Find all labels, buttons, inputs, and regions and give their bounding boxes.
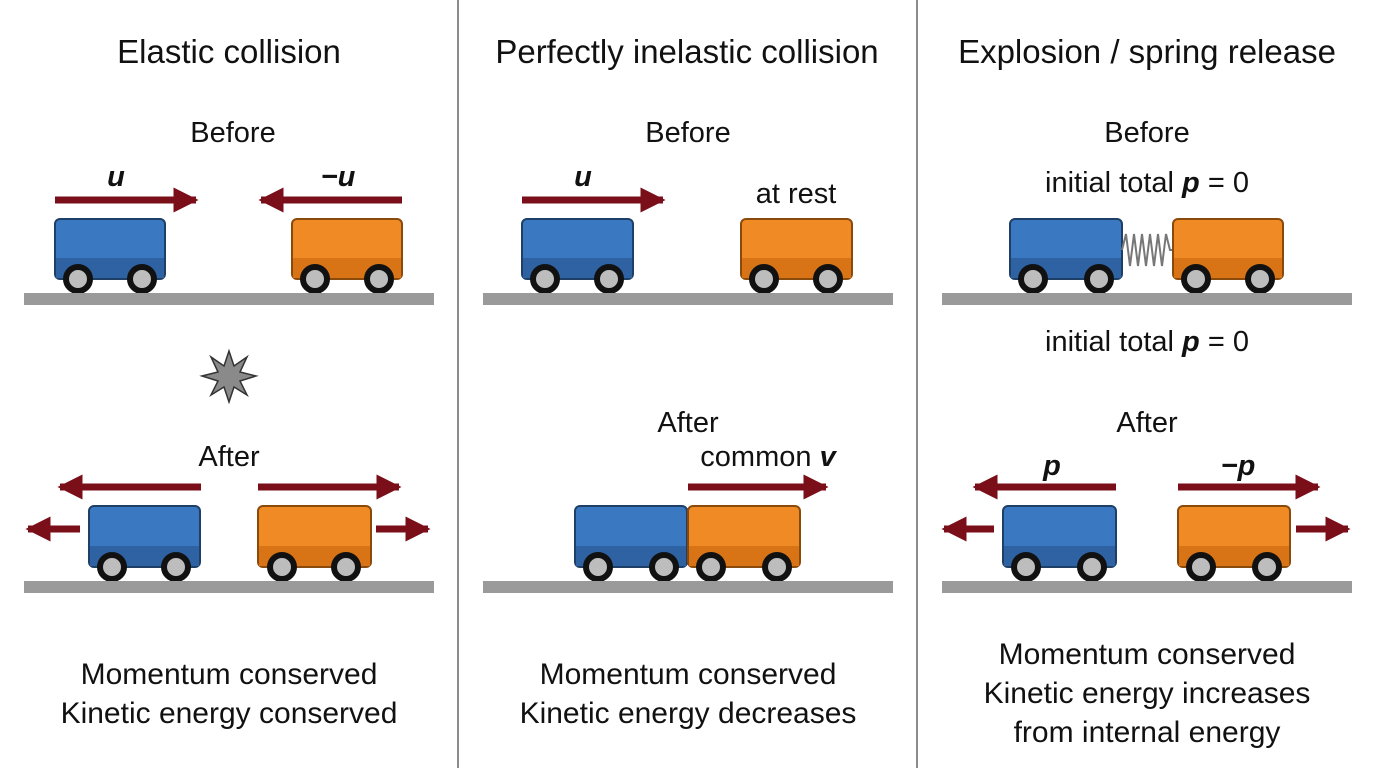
wheel: [1252, 552, 1282, 582]
momentum-label-p: p: [1042, 450, 1061, 482]
wheel: [696, 552, 726, 582]
blue-cart: [1009, 218, 1123, 294]
wheel: [364, 264, 394, 294]
wheel: [300, 264, 330, 294]
before-label: Before: [645, 117, 730, 149]
compressed-spring-icon: [1121, 233, 1173, 267]
before-label: Before: [190, 117, 275, 149]
panel-title: Elastic collision: [117, 33, 341, 70]
wheel: [267, 552, 297, 582]
blue-cart: [54, 218, 166, 294]
after-label: After: [657, 407, 719, 439]
wheel: [762, 552, 792, 582]
before-label: Before: [1104, 117, 1189, 149]
blue-cart: [521, 218, 634, 294]
wheel: [97, 552, 127, 582]
panel-title: Explosion / spring release: [958, 33, 1336, 70]
summary-line: Kinetic energy increases: [984, 677, 1311, 710]
ground-track: [24, 581, 434, 593]
panel-inelastic: Perfectly inelastic collision Before u a…: [483, 33, 893, 730]
orange-cart: [740, 218, 853, 294]
wheel: [649, 552, 679, 582]
summary-line: Momentum conserved: [540, 658, 837, 691]
wheel: [1245, 264, 1275, 294]
summary-line: Kinetic energy conserved: [61, 697, 398, 730]
blue-cart: [88, 505, 201, 582]
orange-cart: [257, 505, 372, 582]
orange-cart: [1172, 218, 1284, 294]
ground-track: [483, 293, 893, 305]
wheel: [331, 552, 361, 582]
ground-track: [24, 293, 434, 305]
velocity-label-u: u: [574, 161, 592, 193]
summary-line: Kinetic energy decreases: [520, 697, 857, 730]
wheel: [1181, 264, 1211, 294]
velocity-label-u: u: [107, 161, 125, 193]
orange-cart: [687, 505, 801, 582]
wheel: [1077, 552, 1107, 582]
collision-star-icon: [199, 348, 259, 405]
panel-elastic: Elastic collision Before u −u After: [24, 33, 434, 730]
panel-title: Perfectly inelastic collision: [495, 33, 878, 70]
wheel: [813, 264, 843, 294]
common-v-label: common v: [700, 441, 837, 473]
ground-track: [483, 581, 893, 593]
wheel: [749, 264, 779, 294]
wheel: [530, 264, 560, 294]
wheel: [127, 264, 157, 294]
orange-cart: [291, 218, 403, 294]
wheel: [1084, 264, 1114, 294]
orange-cart: [1177, 505, 1291, 582]
initial-total-momentum-label: initial total p = 0: [1045, 167, 1249, 199]
ground-track: [942, 581, 1352, 593]
after-label: After: [198, 441, 260, 473]
wheel: [583, 552, 613, 582]
wheel: [594, 264, 624, 294]
wheel: [63, 264, 93, 294]
after-label: After: [1116, 407, 1178, 439]
summary-line: from internal energy: [1014, 716, 1281, 749]
blue-cart: [574, 505, 688, 582]
momentum-label-minus-p: −p: [1221, 450, 1256, 482]
ground-track: [942, 293, 1352, 305]
wheel: [161, 552, 191, 582]
at-rest-label: at rest: [756, 178, 837, 210]
wheel: [1018, 264, 1048, 294]
blue-cart: [1002, 505, 1117, 582]
wheel: [1011, 552, 1041, 582]
velocity-label-minus-u: −u: [321, 161, 356, 193]
summary-line: Momentum conserved: [81, 658, 378, 691]
wheel: [1186, 552, 1216, 582]
panel-explosion: Explosion / spring release Before initia…: [941, 33, 1352, 749]
initial-total-momentum-label: initial total p = 0: [1045, 326, 1249, 358]
summary-line: Momentum conserved: [999, 638, 1296, 671]
